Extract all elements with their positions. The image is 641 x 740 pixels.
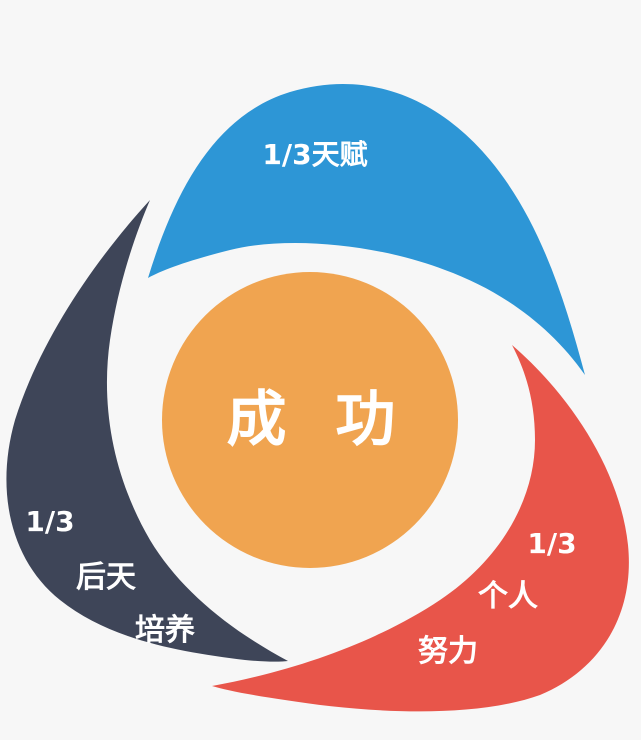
- nurture-label-line-2: 后天: [76, 560, 136, 595]
- effort-petal: [212, 345, 629, 712]
- center-label: 成 功: [227, 385, 410, 455]
- effort-label-line-1: 1/3: [527, 527, 576, 560]
- effort-label-line-2: 个人: [478, 579, 538, 614]
- nurture-label-line-1: 1/3: [25, 505, 74, 538]
- talent-label: 1/3天赋: [262, 138, 367, 171]
- nurture-label-line-3: 培养: [135, 613, 195, 648]
- talent-petal: [148, 83, 585, 375]
- effort-label-line-3: 努力: [418, 634, 478, 669]
- center-circle: [162, 272, 458, 568]
- nurture-petal: [6, 200, 289, 662]
